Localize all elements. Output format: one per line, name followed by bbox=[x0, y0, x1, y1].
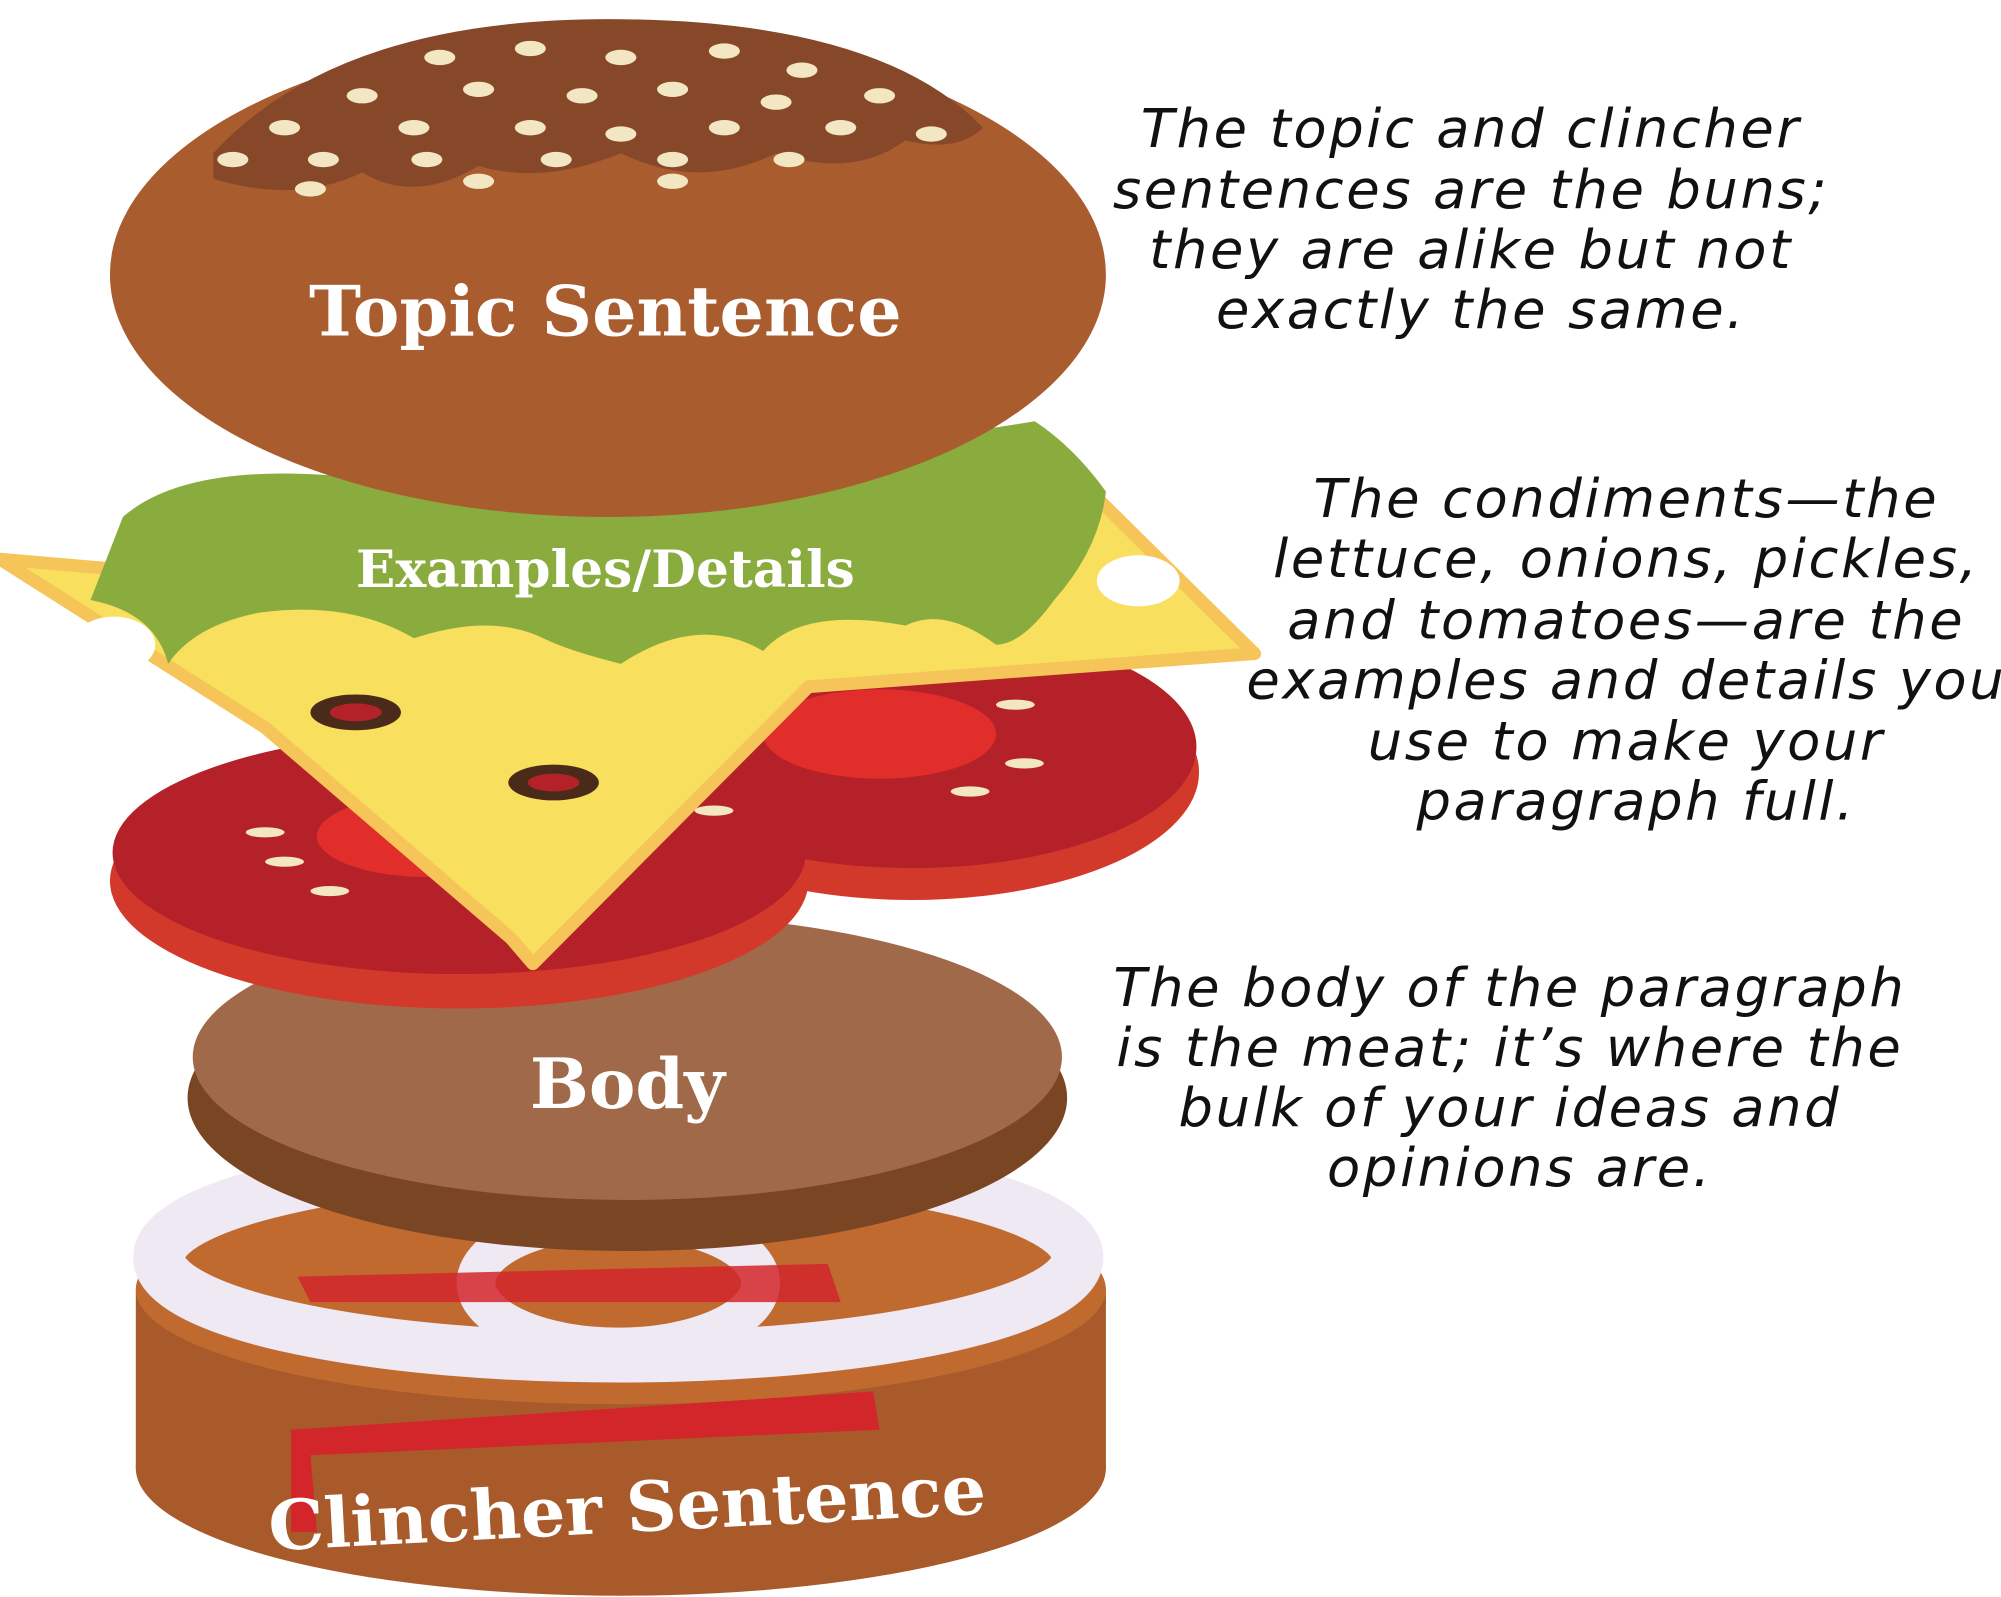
note-buns: The topic and clincher sentences are the… bbox=[1113, 97, 1849, 341]
note-meat: The body of the paragraph is the meat; i… bbox=[1113, 956, 1926, 1199]
label-body: Body bbox=[530, 1044, 727, 1124]
top-bun bbox=[109, 19, 1106, 518]
label-examples-details: Examples/Details bbox=[356, 541, 855, 601]
note-condiments: The condiments—the lettuce, onions, pick… bbox=[1246, 467, 2001, 832]
label-topic-sentence: Topic Sentence bbox=[309, 272, 902, 352]
